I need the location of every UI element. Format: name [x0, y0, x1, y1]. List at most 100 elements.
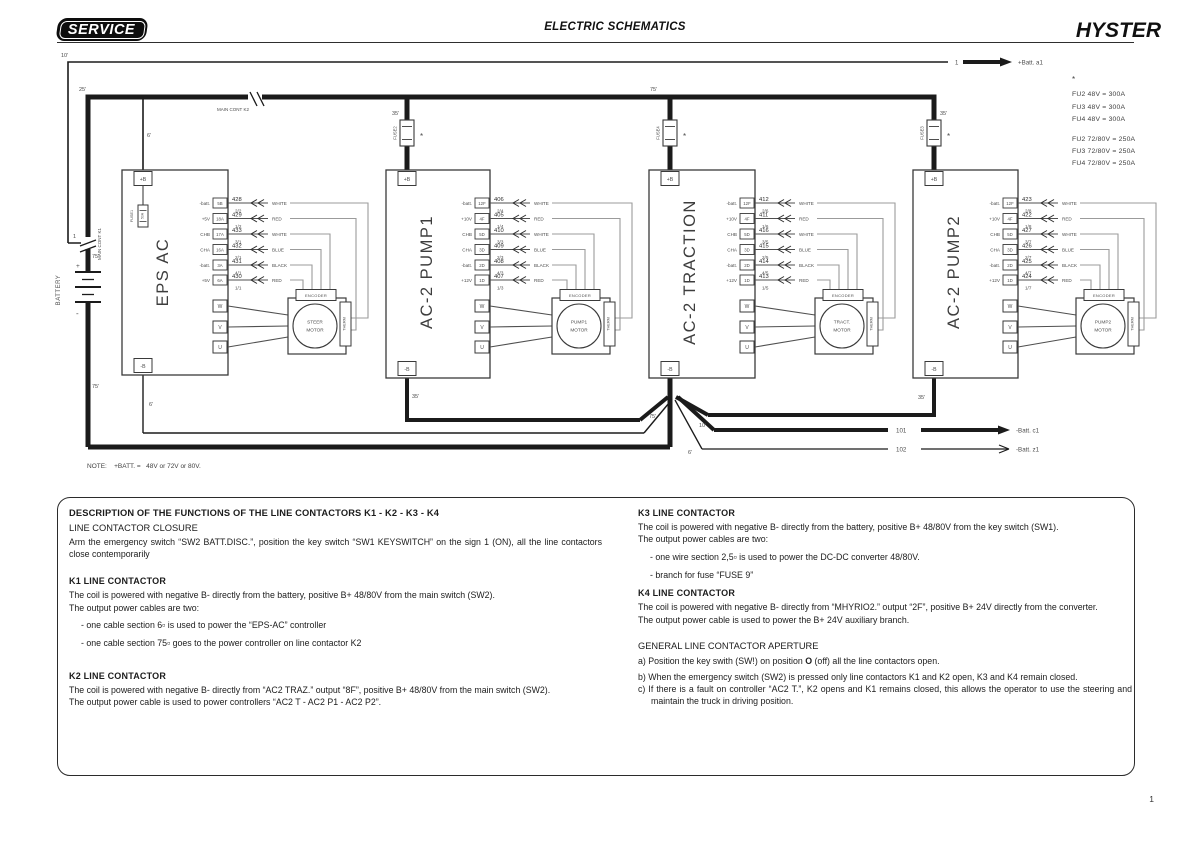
wire-color: WHITE: [1062, 201, 1077, 206]
sensor-wire: [1080, 233, 1119, 290]
wire-length: 35': [940, 111, 947, 117]
sensor-wire: [290, 217, 357, 331]
sensor-wire: [1080, 264, 1101, 290]
motor-circle: [292, 303, 338, 349]
pin-id: 5B: [217, 201, 222, 206]
motor-circle: [1080, 303, 1126, 349]
phase-wire: [227, 325, 289, 328]
header-divider: [57, 42, 1134, 43]
therm-label: THERM: [607, 317, 611, 331]
contact-gap: [248, 90, 262, 104]
therm-box: [866, 301, 879, 347]
wire-number: 424: [1022, 274, 1032, 280]
pair-number: 4/3: [497, 271, 504, 276]
controller-box: [912, 169, 1019, 379]
chevron-arrow: [1040, 230, 1048, 238]
k4-paragraph-1: The coil is powered with negative B- dir…: [638, 602, 1098, 613]
therm-label: THERM: [1131, 317, 1135, 331]
phase-pin-label: U: [1008, 345, 1012, 351]
encoder-box: [295, 289, 337, 301]
wire-color: RED: [272, 278, 282, 283]
controller-title: EPS AC: [154, 238, 172, 307]
chevron-arrow: [784, 245, 792, 254]
pin-signal: +5V: [202, 278, 211, 283]
pair-number: 1/1: [235, 286, 242, 291]
pair-number: 2/7: [1025, 255, 1032, 260]
phase-pin-box: [739, 299, 755, 313]
pin-id: 1D: [744, 278, 750, 283]
wire-color: RED: [799, 278, 809, 283]
pin-box: [212, 197, 228, 209]
motor-circle: [819, 303, 865, 349]
fuse-box: [662, 119, 678, 147]
k4-heading: K4 LINE CONTACTOR: [638, 588, 736, 599]
panel-right-column: K3 LINE CONTACTOR The coil is powered wi…: [638, 498, 1132, 707]
k1-paragraph-2: The output power cables are two:: [69, 602, 200, 613]
controller-box: [121, 169, 229, 376]
description-panel: DESCRIPTION OF THE FUNCTIONS OF THE LINE…: [57, 497, 1135, 776]
page-title: ELECTRIC SCHEMATICS: [544, 21, 686, 33]
pin-id: 18A: [216, 216, 224, 221]
sensor-wire: [552, 279, 568, 290]
phase-wire: [489, 305, 553, 316]
pair-number: 3/5: [762, 240, 769, 245]
sensor-wire: [1080, 217, 1145, 331]
k1-paragraph-1: The coil is powered with negative B- dir…: [69, 590, 495, 601]
pin-signal: CHB: [727, 232, 737, 237]
pin-id: 5D: [479, 232, 485, 237]
sensor-wire: [290, 248, 322, 290]
chevron-arrow: [257, 261, 265, 269]
contact-blade: [249, 91, 258, 107]
item-a-post: (off) all the line contactors open.: [812, 655, 940, 666]
pin-box: [212, 259, 228, 271]
pin-id: 4F: [1007, 216, 1012, 221]
fuse-label: FUSE4: [656, 126, 661, 140]
chevron-arrow: [519, 276, 527, 284]
encoder-box: [822, 289, 864, 301]
pin-signal: CHB: [990, 232, 1000, 237]
pin-id: 6A: [217, 278, 222, 283]
wire-length: 25': [79, 87, 86, 93]
wire-length: 6': [147, 133, 151, 139]
pin-box: [212, 244, 228, 255]
sensor-wire: [290, 233, 331, 290]
phase-wire: [489, 336, 553, 348]
pair-number: 1/4: [497, 224, 504, 229]
sensor-wire: [1080, 279, 1092, 290]
chevron-arrow: [519, 261, 527, 269]
fuse-star: *: [683, 132, 686, 141]
pin-id: 2D: [1007, 263, 1013, 268]
motor-name: TRACT.: [834, 320, 850, 325]
phase-pin-label: U: [218, 345, 222, 351]
aperture-item-a: a) Position the key swith (SW!) on posit…: [638, 655, 1132, 667]
wire-number: 408: [494, 259, 504, 265]
eps-minus-return: [643, 402, 670, 434]
wire-color: RED: [534, 278, 544, 283]
wire-color: RED: [1062, 217, 1072, 222]
phase-pin-box: [739, 320, 755, 334]
phase-pin-label: U: [480, 345, 484, 351]
minus-b-label: -B: [140, 364, 146, 370]
fuse-star: *: [947, 132, 950, 141]
wire-length: 10': [61, 53, 68, 59]
minus-b-label: -B: [931, 367, 937, 373]
pin-id: 1D: [1007, 278, 1013, 283]
panel-main-heading: DESCRIPTION OF THE FUNCTIONS OF THE LINE…: [69, 508, 440, 518]
controller-title: AC-2 TRACTION: [681, 199, 699, 345]
chevron-arrow: [512, 199, 520, 207]
k2-paragraph-2: The output power cable is used to power …: [69, 697, 382, 708]
chevron-arrow: [519, 199, 527, 207]
pair-number: 2/3: [497, 255, 504, 260]
wire-color: WHITE: [799, 201, 814, 206]
chevron-arrow: [250, 245, 258, 254]
chevron-arrow: [257, 199, 265, 207]
phase-pin-label: V: [1008, 325, 1012, 331]
chevron-arrow: [250, 214, 258, 223]
wire-number: 431: [232, 259, 242, 265]
pin-id: 3D: [1007, 247, 1013, 252]
wire-number: 412: [759, 197, 769, 203]
pair-number: 1/2: [235, 224, 242, 229]
line-101: [676, 395, 716, 432]
sensor-wire: [1080, 202, 1157, 319]
